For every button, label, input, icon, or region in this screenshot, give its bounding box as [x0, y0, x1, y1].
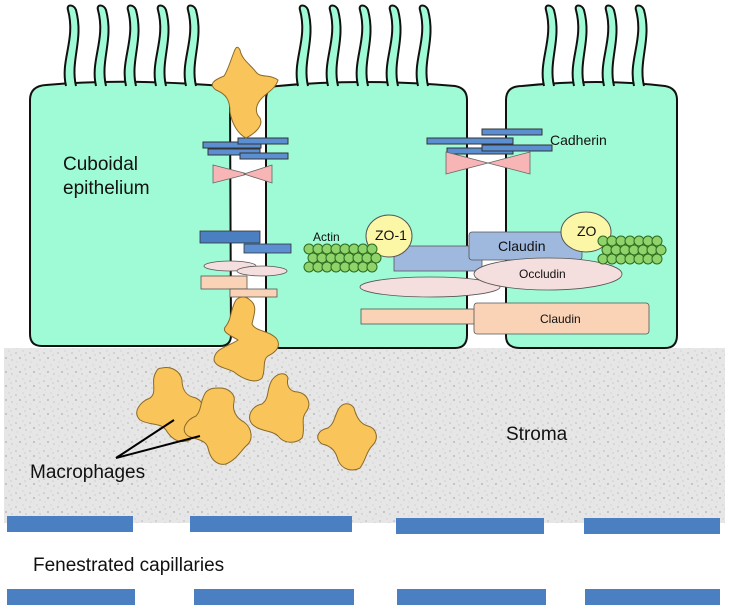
junction-left: [199, 137, 292, 298]
macrophage-pointers: [115, 419, 201, 459]
macrophage-3: [249, 373, 310, 443]
actin-bead: [366, 243, 378, 255]
actin-bead: [651, 235, 663, 247]
zo1-label: ZO-1: [375, 227, 407, 243]
macrophage-top: [211, 46, 279, 139]
capillaries-bottom: [7, 589, 720, 605]
actin-filaments-left: [303, 243, 382, 273]
stroma-label: Stroma: [506, 424, 568, 445]
microvilli-cell-2: [295, 4, 432, 87]
actin-bead: [370, 252, 382, 264]
macrophage-2: [183, 387, 252, 465]
macrophages-label: Macrophages: [30, 462, 145, 483]
microvilli-cell-1: [63, 4, 200, 87]
actin-bead: [655, 244, 667, 256]
macrophages-group: [136, 46, 377, 471]
actin-filaments-right: [597, 235, 667, 265]
claudin-top-label: Claudin: [498, 238, 545, 254]
fenestrated-capillaries-label: Fenestrated capillaries: [33, 555, 224, 576]
actin-bead: [651, 253, 663, 265]
actin-bead: [366, 261, 378, 273]
zo1-ellipse: [365, 214, 413, 258]
macrophage-4: [317, 403, 377, 471]
cuboidal-epithelium-label-line1: Cuboidal: [63, 154, 138, 175]
zo-label: ZO: [577, 223, 597, 239]
claudin-bar-bottom-left: [360, 308, 486, 325]
claudin-bar-left: [393, 245, 483, 272]
occludin-ellipse: [473, 257, 623, 291]
claudin-bottom-box: [473, 302, 650, 335]
cadherin-label: Cadherin: [550, 132, 607, 148]
occludin-label: Occludin: [519, 267, 566, 281]
macrophage-mid: [213, 296, 279, 382]
actin-label: Actin: [313, 230, 340, 244]
epithelial-cell-1: [29, 4, 233, 347]
epithelial-cell-3: [505, 4, 678, 349]
claudin-bottom-label: Claudin: [540, 312, 581, 326]
occludin-ellipse-left: [359, 276, 501, 298]
cuboidal-epithelium-label-line2: epithelium: [63, 178, 150, 199]
microvilli-cell-3: [541, 4, 648, 87]
capillaries-top: [7, 516, 720, 534]
